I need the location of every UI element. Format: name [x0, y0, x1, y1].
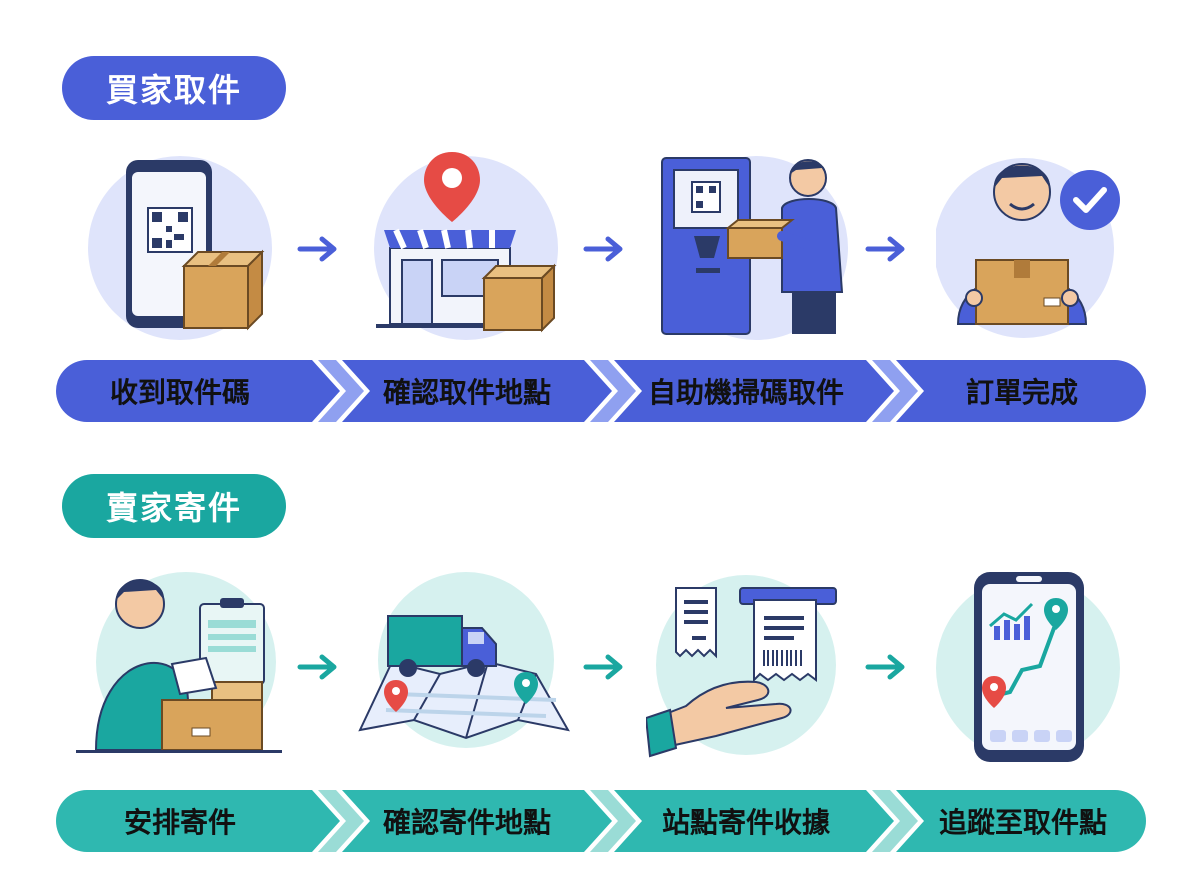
seller-step-3-label: 站點寄件收據 — [661, 806, 830, 839]
arrow-right-icon — [865, 236, 905, 262]
seller-step-2-label: 確認寄件地點 — [382, 806, 551, 839]
truck-map-icon — [358, 572, 570, 748]
arrow-right-icon — [865, 654, 905, 680]
seller-step-4-label: 追蹤至取件點 — [938, 806, 1107, 839]
seller-step-1-label: 安排寄件 — [123, 806, 236, 839]
buyer-step-2-label: 確認取件地點 — [382, 376, 551, 409]
phone-qr-icon — [88, 156, 272, 340]
arrow-right-icon — [297, 236, 337, 262]
arrow-right-icon — [297, 654, 337, 680]
order-complete-icon — [936, 158, 1120, 338]
arrange-shipment-icon — [76, 572, 282, 753]
seller-process-bar — [56, 790, 1146, 852]
buyer-step-3-label: 自助機掃碼取件 — [647, 376, 844, 409]
buyer-process-bar — [56, 360, 1146, 422]
arrow-right-icon — [583, 654, 623, 680]
store-location-icon — [374, 152, 558, 340]
tracking-phone-icon — [936, 572, 1120, 762]
arrow-right-icon — [583, 236, 623, 262]
buyer-section-title: 買家取件 — [62, 56, 286, 120]
buyer-step-1-label: 收到取件碼 — [109, 376, 250, 409]
seller-section-title: 賣家寄件 — [62, 474, 286, 538]
buyer-step-4-label: 訂單完成 — [965, 376, 1078, 409]
receipt-hand-icon — [646, 575, 837, 758]
kiosk-scan-icon — [661, 156, 848, 340]
